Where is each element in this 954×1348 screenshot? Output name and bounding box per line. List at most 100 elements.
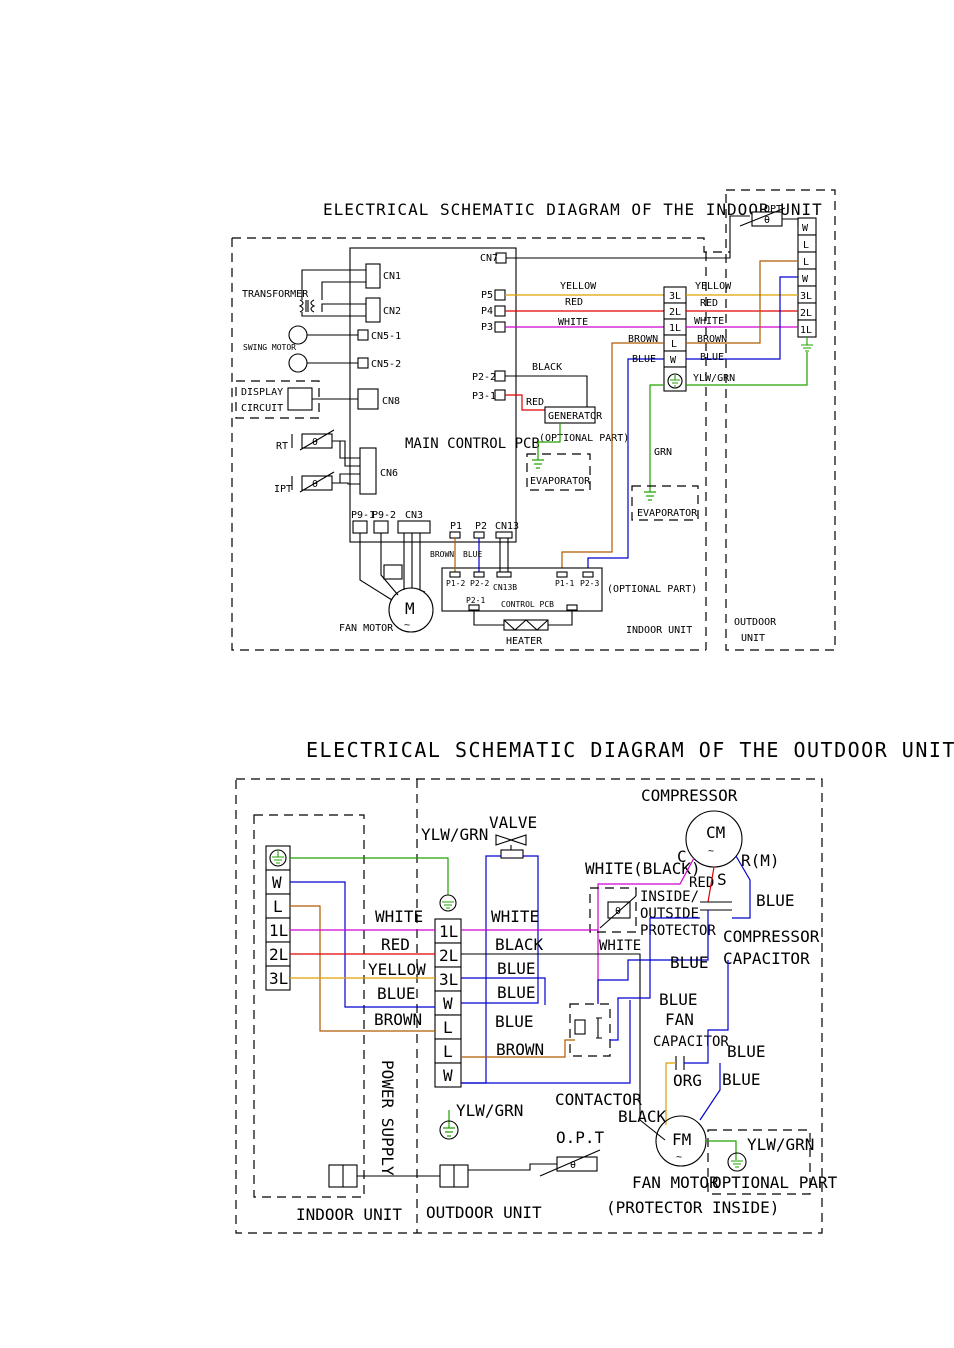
svg-text:θ: θ — [615, 906, 621, 917]
svg-text:W: W — [443, 994, 453, 1013]
svg-text:IPT: IPT — [274, 484, 292, 495]
svg-text:2L: 2L — [439, 946, 458, 965]
svg-text:PROTECTOR: PROTECTOR — [640, 923, 716, 939]
outdoor-left-terminal: W L 1L 2L 3L — [265, 845, 291, 991]
svg-text:YLW/GRN: YLW/GRN — [693, 373, 735, 384]
svg-text:L: L — [803, 257, 809, 268]
cn1-connector — [365, 263, 381, 289]
transformer-icon — [298, 299, 316, 313]
svg-text:BROWN: BROWN — [374, 1010, 422, 1029]
svg-text:θ: θ — [312, 479, 318, 490]
svg-text:P2-3: P2-3 — [580, 579, 599, 588]
svg-text:BLUE: BLUE — [700, 352, 724, 363]
control-pcb — [441, 567, 603, 612]
outdoor-boundary-small — [725, 189, 836, 651]
svg-text:OUTDOOR: OUTDOOR — [734, 617, 777, 628]
svg-text:L: L — [273, 897, 283, 916]
svg-text:(OPTIONAL PART): (OPTIONAL PART) — [607, 584, 697, 595]
svg-text:RED: RED — [689, 875, 714, 891]
svg-text:YELLOW: YELLOW — [560, 281, 597, 292]
capacitor-icon — [383, 564, 403, 580]
svg-text:R(M): R(M) — [741, 851, 780, 870]
svg-text:CN2: CN2 — [383, 306, 401, 317]
svg-text:L: L — [443, 1042, 453, 1061]
svg-text:CAPACITOR: CAPACITOR — [653, 1034, 729, 1050]
svg-text:P2-1: P2-1 — [466, 596, 485, 605]
svg-text:BLUE: BLUE — [722, 1070, 761, 1089]
main-pcb-label: MAIN CONTROL PCB — [405, 436, 540, 452]
svg-text:BROWN: BROWN — [697, 334, 727, 345]
cn3-connector — [397, 520, 431, 534]
svg-text:WHITE(BLACK): WHITE(BLACK) — [585, 859, 701, 878]
svg-text:RED: RED — [700, 298, 718, 309]
svg-text:CONTACTOR: CONTACTOR — [555, 1090, 642, 1109]
svg-text:O.P.T: O.P.T — [556, 1128, 605, 1147]
svg-text:1L: 1L — [269, 921, 288, 940]
svg-text:1L: 1L — [800, 325, 812, 336]
svg-text:INDOOR UNIT: INDOOR UNIT — [626, 625, 692, 636]
svg-text:YLW/GRN: YLW/GRN — [456, 1101, 523, 1120]
svg-text:P9-1: P9-1 — [351, 510, 375, 521]
protector-box — [589, 887, 637, 933]
svg-text:1L: 1L — [669, 323, 681, 334]
svg-text:CN6: CN6 — [380, 468, 398, 479]
svg-text:L: L — [671, 339, 677, 350]
svg-text:CN5-1: CN5-1 — [371, 331, 401, 342]
evaporator-box-2 — [631, 485, 699, 521]
svg-text:FAN MOTOR: FAN MOTOR — [339, 623, 394, 634]
power-supply-label: POWER SUPPLY — [378, 1060, 397, 1176]
svg-text:FAN: FAN — [665, 1010, 694, 1029]
svg-text:BLACK: BLACK — [618, 1107, 667, 1126]
indoor-terminal-zone — [253, 814, 365, 1198]
svg-text:HEATER: HEATER — [506, 636, 543, 647]
svg-text:OPTIONAL PART: OPTIONAL PART — [712, 1173, 838, 1192]
svg-text:CN3: CN3 — [405, 510, 423, 521]
svg-text:P1-2: P1-2 — [446, 579, 465, 588]
cn6-connector — [359, 447, 377, 495]
svg-text:BLUE: BLUE — [659, 990, 698, 1009]
svg-text:θ: θ — [570, 1160, 576, 1171]
outdoor-title: ELECTRICAL SCHEMATIC DIAGRAM OF THE OUTD… — [306, 738, 954, 762]
valve-icon — [495, 834, 527, 846]
svg-text:DISPLAY: DISPLAY — [241, 387, 283, 398]
indoor-boundary — [231, 238, 706, 651]
optional-part-zone — [707, 1129, 811, 1195]
svg-text:OUTDOOR UNIT: OUTDOOR UNIT — [426, 1203, 542, 1222]
indoor-title: ELECTRICAL SCHEMATIC DIAGRAM OF THE INDO… — [323, 200, 823, 219]
compressor-capacitor — [700, 901, 732, 911]
svg-text:P1-1: P1-1 — [555, 579, 574, 588]
svg-text:P9-2: P9-2 — [372, 510, 396, 521]
svg-text:~: ~ — [708, 846, 714, 857]
svg-text:GRN: GRN — [654, 447, 672, 458]
svg-text:2L: 2L — [800, 308, 812, 319]
svg-text:GENERATOR: GENERATOR — [548, 411, 603, 422]
svg-text:WHITE: WHITE — [558, 317, 588, 328]
svg-text:L: L — [803, 240, 809, 251]
svg-text:C: C — [677, 847, 687, 866]
svg-text:(OPTIONAL PART): (OPTIONAL PART) — [539, 433, 629, 444]
outdoor-diagram: ELECTRICAL SCHEMATIC DIAGRAM OF THE OUTD… — [235, 738, 954, 1234]
svg-text:(PROTECTOR INSIDE): (PROTECTOR INSIDE) — [606, 1198, 779, 1217]
swing-motor-icon — [288, 325, 308, 345]
cn8-connector — [357, 388, 379, 410]
svg-text:RED: RED — [565, 297, 583, 308]
svg-text:P2-2: P2-2 — [472, 372, 496, 383]
svg-text:P1: P1 — [450, 521, 462, 532]
svg-text:2L: 2L — [269, 945, 288, 964]
svg-text:P3-1: P3-1 — [472, 391, 496, 402]
svg-text:RED: RED — [381, 935, 410, 954]
svg-text:YLW/GRN: YLW/GRN — [747, 1135, 814, 1154]
generator — [544, 406, 596, 424]
svg-text:S: S — [717, 870, 727, 889]
svg-text:P2: P2 — [475, 521, 487, 532]
svg-text:BLACK: BLACK — [495, 935, 544, 954]
ground-icon — [532, 459, 544, 469]
svg-text:3L: 3L — [269, 969, 288, 988]
svg-text:BLUE: BLUE — [497, 959, 536, 978]
svg-text:W: W — [802, 274, 809, 285]
svg-text:OUTSIDE: OUTSIDE — [640, 906, 699, 922]
svg-text:FAN MOTOR: FAN MOTOR — [632, 1173, 719, 1192]
svg-text:W: W — [802, 223, 809, 234]
opt-sensor-outdoor — [556, 1156, 598, 1172]
